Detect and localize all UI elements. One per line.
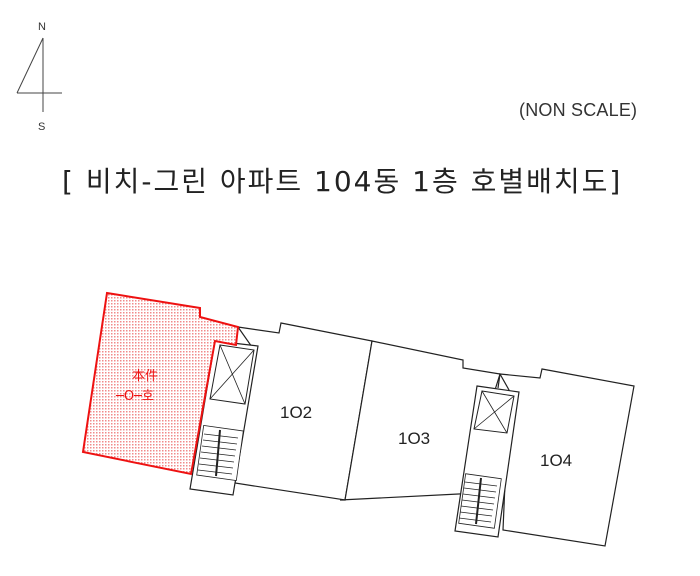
north-arrow-icon: N S [16,21,62,133]
subject-unit-label-line2: ─O─호 [115,389,154,404]
unit-102-label: 1O2 [280,403,312,422]
unit-103-label: 1O3 [398,429,430,448]
subject-unit [81,291,240,476]
south-label: S [38,121,45,133]
page-title: [ 비치-그린 아파트 104동 1층 호별배치도] [62,165,623,198]
core-right [454,373,520,538]
core-left [189,340,259,496]
subject-unit-label-line1: 本件 [132,369,158,384]
stairs-left-icon [196,425,244,481]
north-label: N [38,21,46,33]
stairs-right-icon [458,473,502,529]
scale-note: (NON SCALE) [519,100,638,120]
unit-104-label: 1O4 [540,451,572,470]
